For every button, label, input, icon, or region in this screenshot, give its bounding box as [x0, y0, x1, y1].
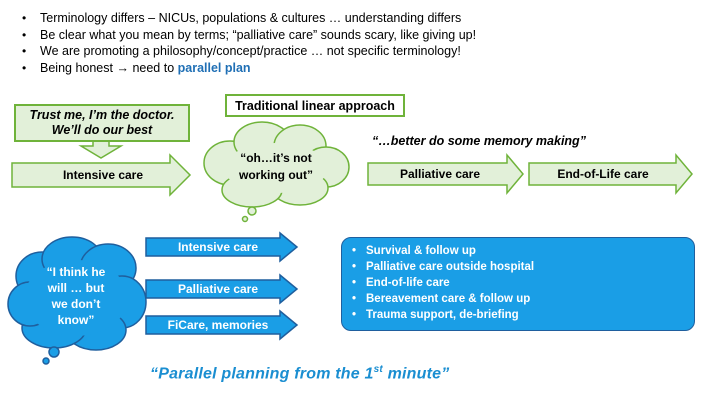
traditional-linear-heading: Traditional linear approach	[225, 94, 405, 117]
parallel-plan-highlight: parallel plan	[177, 60, 251, 75]
blue-thought-line2: will … but	[47, 281, 105, 295]
doctor-callout: Trust me, I’m the doctor. We’ll do our b…	[14, 104, 190, 142]
honest-mid: need to	[128, 60, 178, 75]
parallel-planning-title: “Parallel planning from the 1st minute”	[150, 364, 449, 383]
title-end: minute”	[382, 365, 450, 383]
label-intensive-care: Intensive care	[63, 168, 143, 182]
label-palliative-care: Palliative care	[400, 167, 480, 181]
right-arrow-icon: →	[116, 60, 129, 75]
arrow-end-of-life-care	[528, 152, 693, 196]
honest-text: Being honest	[40, 60, 113, 75]
outcome-item: Palliative care outside hospital	[352, 259, 684, 275]
title-main: “Parallel planning from the 1	[150, 365, 374, 383]
memory-making-quote: “…better do some memory making”	[372, 134, 586, 148]
outcome-item: Survival & follow up	[352, 243, 684, 259]
title-superscript: st	[373, 364, 383, 375]
intro-bullets: Terminology differs – NICUs, populations…	[22, 10, 476, 76]
outcome-item: Trauma support, de-briefing	[352, 307, 684, 323]
label-track-palliative-care: Palliative care	[178, 282, 258, 296]
outcome-item: Bereavement care & follow up	[352, 291, 684, 307]
thought-text-line2: working out”	[238, 168, 313, 182]
bullet-honest: Being honest → need to parallel plan	[22, 60, 476, 77]
blue-thought-line3: we don’t	[51, 297, 101, 311]
arrow-track-intensive-care	[145, 231, 299, 263]
blue-thought-line4: know”	[58, 313, 95, 327]
thought-text-line1: “oh…it’s not	[240, 151, 312, 165]
arrow-palliative-care	[367, 152, 524, 196]
bullet-philosophy: We are promoting a philosophy/concept/pr…	[22, 43, 476, 60]
label-end-of-life-care: End-of-Life care	[557, 167, 649, 181]
arrow-track-palliative-care	[145, 273, 299, 305]
label-track-ficare: FiCare, memories	[168, 318, 269, 332]
blue-thought-line1: “I think he	[47, 265, 106, 279]
outcome-item: End-of-life care	[352, 275, 684, 291]
doctor-callout-pointer	[78, 140, 124, 159]
arrow-track-ficare	[145, 309, 299, 341]
label-track-intensive-care: Intensive care	[178, 240, 258, 254]
outcomes-box: Survival & follow up Palliative care out…	[341, 237, 695, 331]
bullet-terminology: Terminology differs – NICUs, populations…	[22, 10, 476, 27]
doctor-line1: Trust me, I’m the doctor.	[29, 108, 175, 122]
doctor-line2: We’ll do our best	[51, 123, 153, 137]
bullet-be-clear: Be clear what you mean by terms; “pallia…	[22, 27, 476, 44]
arrow-intensive-care	[11, 153, 192, 197]
